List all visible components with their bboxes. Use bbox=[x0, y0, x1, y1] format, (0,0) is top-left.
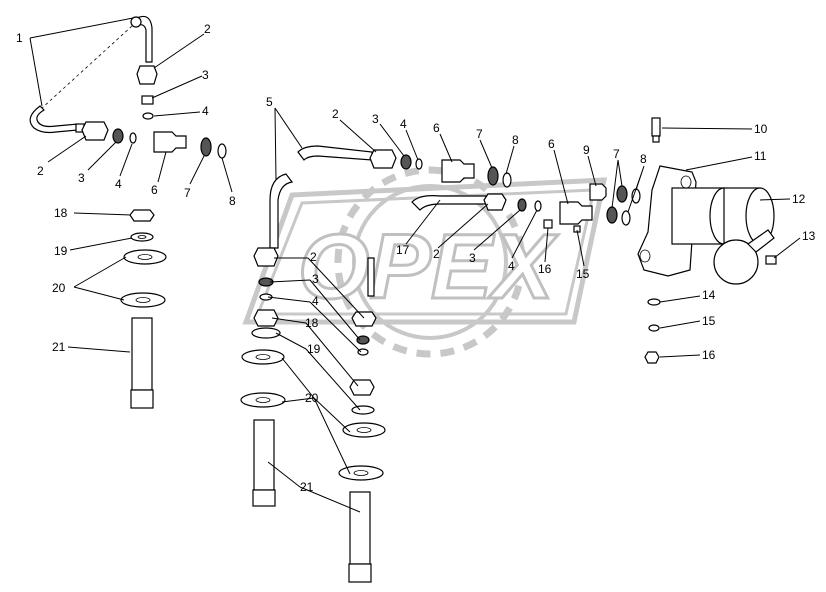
callout-10: 10 bbox=[754, 122, 768, 136]
callout-7: 7 bbox=[184, 186, 191, 200]
callout-9: 9 bbox=[583, 143, 590, 157]
right-assembly bbox=[637, 117, 777, 364]
callout-6: 6 bbox=[433, 121, 440, 135]
leader-lines bbox=[29, 17, 801, 513]
callout-14: 14 bbox=[702, 288, 716, 302]
callout-3: 3 bbox=[469, 251, 476, 265]
callout-18: 18 bbox=[305, 316, 319, 330]
callout-3: 3 bbox=[372, 112, 379, 126]
callout-19: 19 bbox=[307, 342, 321, 356]
callout-13: 13 bbox=[802, 229, 816, 243]
watermark-text: OPEX bbox=[298, 216, 558, 318]
callout-21: 21 bbox=[52, 340, 66, 354]
callout-20: 20 bbox=[52, 281, 66, 295]
callout-4: 4 bbox=[312, 294, 319, 308]
callout-3: 3 bbox=[312, 272, 319, 286]
middle-assembly bbox=[240, 145, 641, 583]
callout-19: 19 bbox=[54, 244, 68, 258]
callout-4: 4 bbox=[115, 177, 122, 191]
callout-16: 16 bbox=[538, 262, 552, 276]
callout-11: 11 bbox=[754, 149, 767, 163]
callout-8: 8 bbox=[512, 133, 519, 147]
callout-1: 1 bbox=[16, 31, 23, 45]
callout-6: 6 bbox=[548, 137, 555, 151]
callout-20: 20 bbox=[305, 391, 319, 405]
callout-8: 8 bbox=[229, 194, 236, 208]
callout-16: 16 bbox=[702, 348, 716, 362]
callout-2: 2 bbox=[310, 250, 317, 264]
callout-7: 7 bbox=[476, 127, 483, 141]
callout-2: 2 bbox=[332, 107, 339, 121]
callout-4: 4 bbox=[508, 259, 515, 273]
watermark-logo: OPEX bbox=[242, 166, 608, 358]
callout-17: 17 bbox=[396, 243, 410, 257]
callout-8: 8 bbox=[640, 152, 647, 166]
callout-15: 15 bbox=[702, 314, 716, 328]
left-assembly bbox=[29, 15, 227, 409]
callout-3: 3 bbox=[202, 68, 209, 82]
callout-4: 4 bbox=[400, 117, 407, 131]
callout-labels: 1 2 3 4 2 3 4 6 7 8 18 19 20 21 5 2 3 4 … bbox=[16, 22, 816, 494]
callout-18: 18 bbox=[54, 206, 68, 220]
callout-7: 7 bbox=[613, 147, 620, 161]
nut-18 bbox=[129, 209, 155, 222]
callout-15: 15 bbox=[576, 267, 590, 281]
callout-5: 5 bbox=[266, 95, 273, 109]
callout-2: 2 bbox=[37, 164, 44, 178]
callout-6: 6 bbox=[151, 183, 158, 197]
callout-2: 2 bbox=[204, 22, 211, 36]
callout-2: 2 bbox=[433, 247, 440, 261]
callout-12: 12 bbox=[792, 192, 806, 206]
callout-4: 4 bbox=[202, 104, 209, 118]
callout-21: 21 bbox=[300, 480, 314, 494]
callout-3: 3 bbox=[78, 171, 85, 185]
